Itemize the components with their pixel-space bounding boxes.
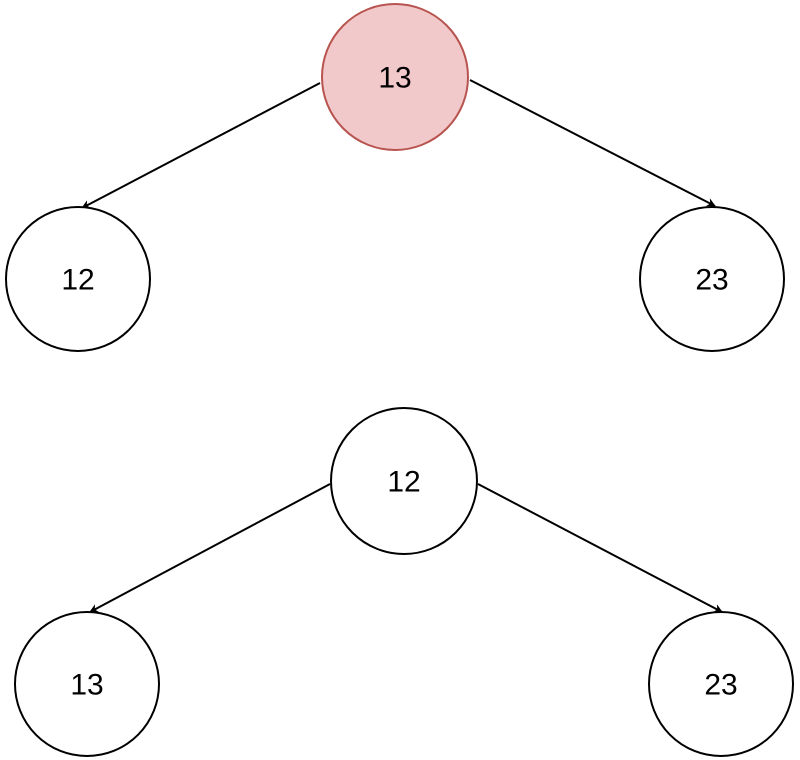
tree-1-left-label: 12 xyxy=(61,264,94,297)
tree-2-left-circle xyxy=(14,611,160,757)
tree-1-edge-root-right xyxy=(469,79,716,207)
tree-2-root-circle xyxy=(330,407,478,555)
tree-1-right-node: 23 xyxy=(639,206,785,352)
tree-1-right-circle xyxy=(639,206,785,352)
tree-1-edge-root-left xyxy=(81,82,321,209)
tree-2-left-node: 13 xyxy=(14,611,160,757)
tree-2-right-label: 23 xyxy=(704,669,737,702)
tree-2-root-label: 12 xyxy=(387,466,420,499)
tree-1-root-circle xyxy=(321,3,469,151)
tree-1: 13 12 23 xyxy=(5,3,785,352)
tree-2-root-node: 12 xyxy=(330,407,478,555)
tree-2-edge-root-right xyxy=(477,483,723,613)
tree-2-right-circle xyxy=(648,611,794,757)
tree-2-edge-root-left xyxy=(89,483,331,613)
tree-2: 12 13 23 xyxy=(14,407,794,757)
tree-1-right-label: 23 xyxy=(695,264,728,297)
tree-1-left-node: 12 xyxy=(5,206,151,352)
tree-1-root-label: 13 xyxy=(378,62,411,95)
tree-2-left-label: 13 xyxy=(70,669,103,702)
tree-1-left-circle xyxy=(5,206,151,352)
tree-1-root-node: 13 xyxy=(321,3,469,151)
tree-2-right-node: 23 xyxy=(648,611,794,757)
